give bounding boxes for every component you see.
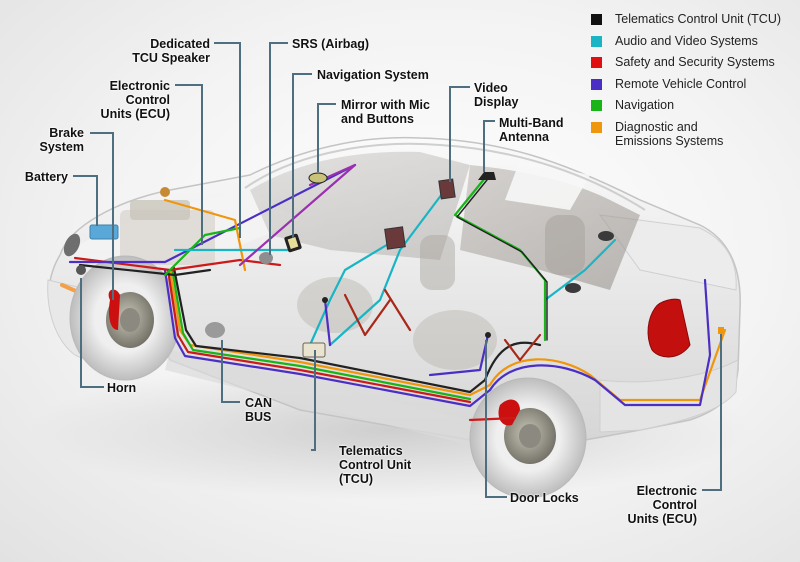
label-line: Horn: [107, 381, 137, 395]
label-line: SRS (Airbag): [292, 37, 370, 51]
legend-label-line: Diagnostic and: [615, 119, 698, 134]
label-line: Multi-Band: [499, 116, 564, 130]
legend-item-safety-security: Safety and Security Systems: [591, 55, 781, 77]
legend-swatch: [591, 100, 602, 111]
label-line: Units (ECU): [627, 512, 697, 526]
battery: [89, 224, 119, 240]
label-line: Mirror with Mic: [341, 98, 430, 112]
tail-light: [647, 298, 691, 358]
video-display-rear: [384, 226, 406, 250]
label-line: Control: [652, 498, 697, 512]
engine-bay: [60, 187, 215, 294]
legend: Telematics Control Unit (TCU) Audio and …: [591, 12, 781, 152]
label-battery: Battery: [10, 170, 68, 184]
video-display-front: [438, 178, 456, 200]
legend-label-line: Emissions Systems: [615, 133, 724, 148]
label-horn: Horn: [107, 381, 136, 395]
label-line: TCU Speaker: [132, 51, 210, 65]
legend-label: Safety and Security Systems: [615, 55, 775, 69]
label-tcu: Telematics Control Unit (TCU): [339, 444, 411, 486]
label-can-bus: CAN BUS: [245, 396, 272, 424]
label-navigation-system: Navigation System: [317, 68, 429, 82]
legend-item-diagnostic-emissions: Diagnostic and Emissions Systems: [591, 120, 781, 152]
label-line: Units (ECU): [100, 107, 170, 121]
legend-item-audio-video: Audio and Video Systems: [591, 34, 781, 56]
wiring-harness: [68, 163, 727, 422]
label-line: Battery: [24, 170, 68, 184]
label-line: Navigation System: [317, 68, 429, 82]
legend-item-remote-vehicle-control: Remote Vehicle Control: [591, 77, 781, 99]
label-ecu-front: Electronic Control Units (ECU): [80, 79, 170, 121]
label-line: Electronic: [636, 484, 697, 498]
label-line: Control: [125, 93, 170, 107]
label-line: Dedicated: [150, 37, 210, 51]
legend-swatch: [591, 35, 602, 47]
label-line: and Buttons: [341, 112, 414, 126]
legend-label: Navigation: [615, 98, 675, 112]
legend-swatch: [591, 78, 602, 90]
legend-label: Telematics Control Unit (TCU): [615, 12, 782, 26]
label-line: BUS: [245, 410, 272, 424]
label-line: Electronic: [109, 79, 170, 93]
legend-item-navigation: Navigation: [591, 98, 781, 120]
legend-swatch: [591, 14, 602, 25]
label-mirror: Mirror with Mic and Buttons: [341, 98, 430, 126]
label-line: Door Locks: [510, 491, 579, 505]
label-line: Telematics: [339, 444, 403, 458]
label-line: System: [39, 140, 84, 154]
label-tcu-speaker: Dedicated TCU Speaker: [120, 37, 210, 65]
label-line: (TCU): [339, 472, 374, 486]
label-srs-airbag: SRS (Airbag): [292, 37, 369, 51]
label-video-display: Video Display: [474, 81, 518, 109]
legend-swatch: [591, 121, 602, 133]
front-wheel: [69, 255, 181, 381]
label-line: Antenna: [499, 130, 549, 144]
legend-swatch: [591, 57, 602, 68]
legend-label: Remote Vehicle Control: [615, 76, 747, 91]
label-line: Video: [474, 81, 508, 95]
label-ecu-rear: Electronic Control Units (ECU): [607, 484, 697, 526]
mirror: [308, 172, 328, 184]
callout-leader-lines: [73, 42, 722, 498]
antenna: [478, 172, 496, 180]
horn: [76, 265, 86, 275]
label-line: CAN: [245, 396, 273, 410]
label-line: Display: [474, 95, 519, 109]
label-line: Control Unit: [339, 458, 412, 472]
legend-label: Diagnostic and Emissions Systems: [615, 120, 723, 148]
components: [76, 172, 724, 358]
label-line: Brake: [49, 126, 84, 140]
rear-wheel: [469, 377, 587, 499]
label-brake-system: Brake System: [20, 126, 84, 154]
legend-item-tcu: Telematics Control Unit (TCU): [591, 12, 781, 34]
label-multi-band-antenna: Multi-Band Antenna: [499, 116, 564, 144]
legend-label: Audio and Video Systems: [615, 33, 758, 48]
label-door-locks: Door Locks: [510, 491, 579, 505]
